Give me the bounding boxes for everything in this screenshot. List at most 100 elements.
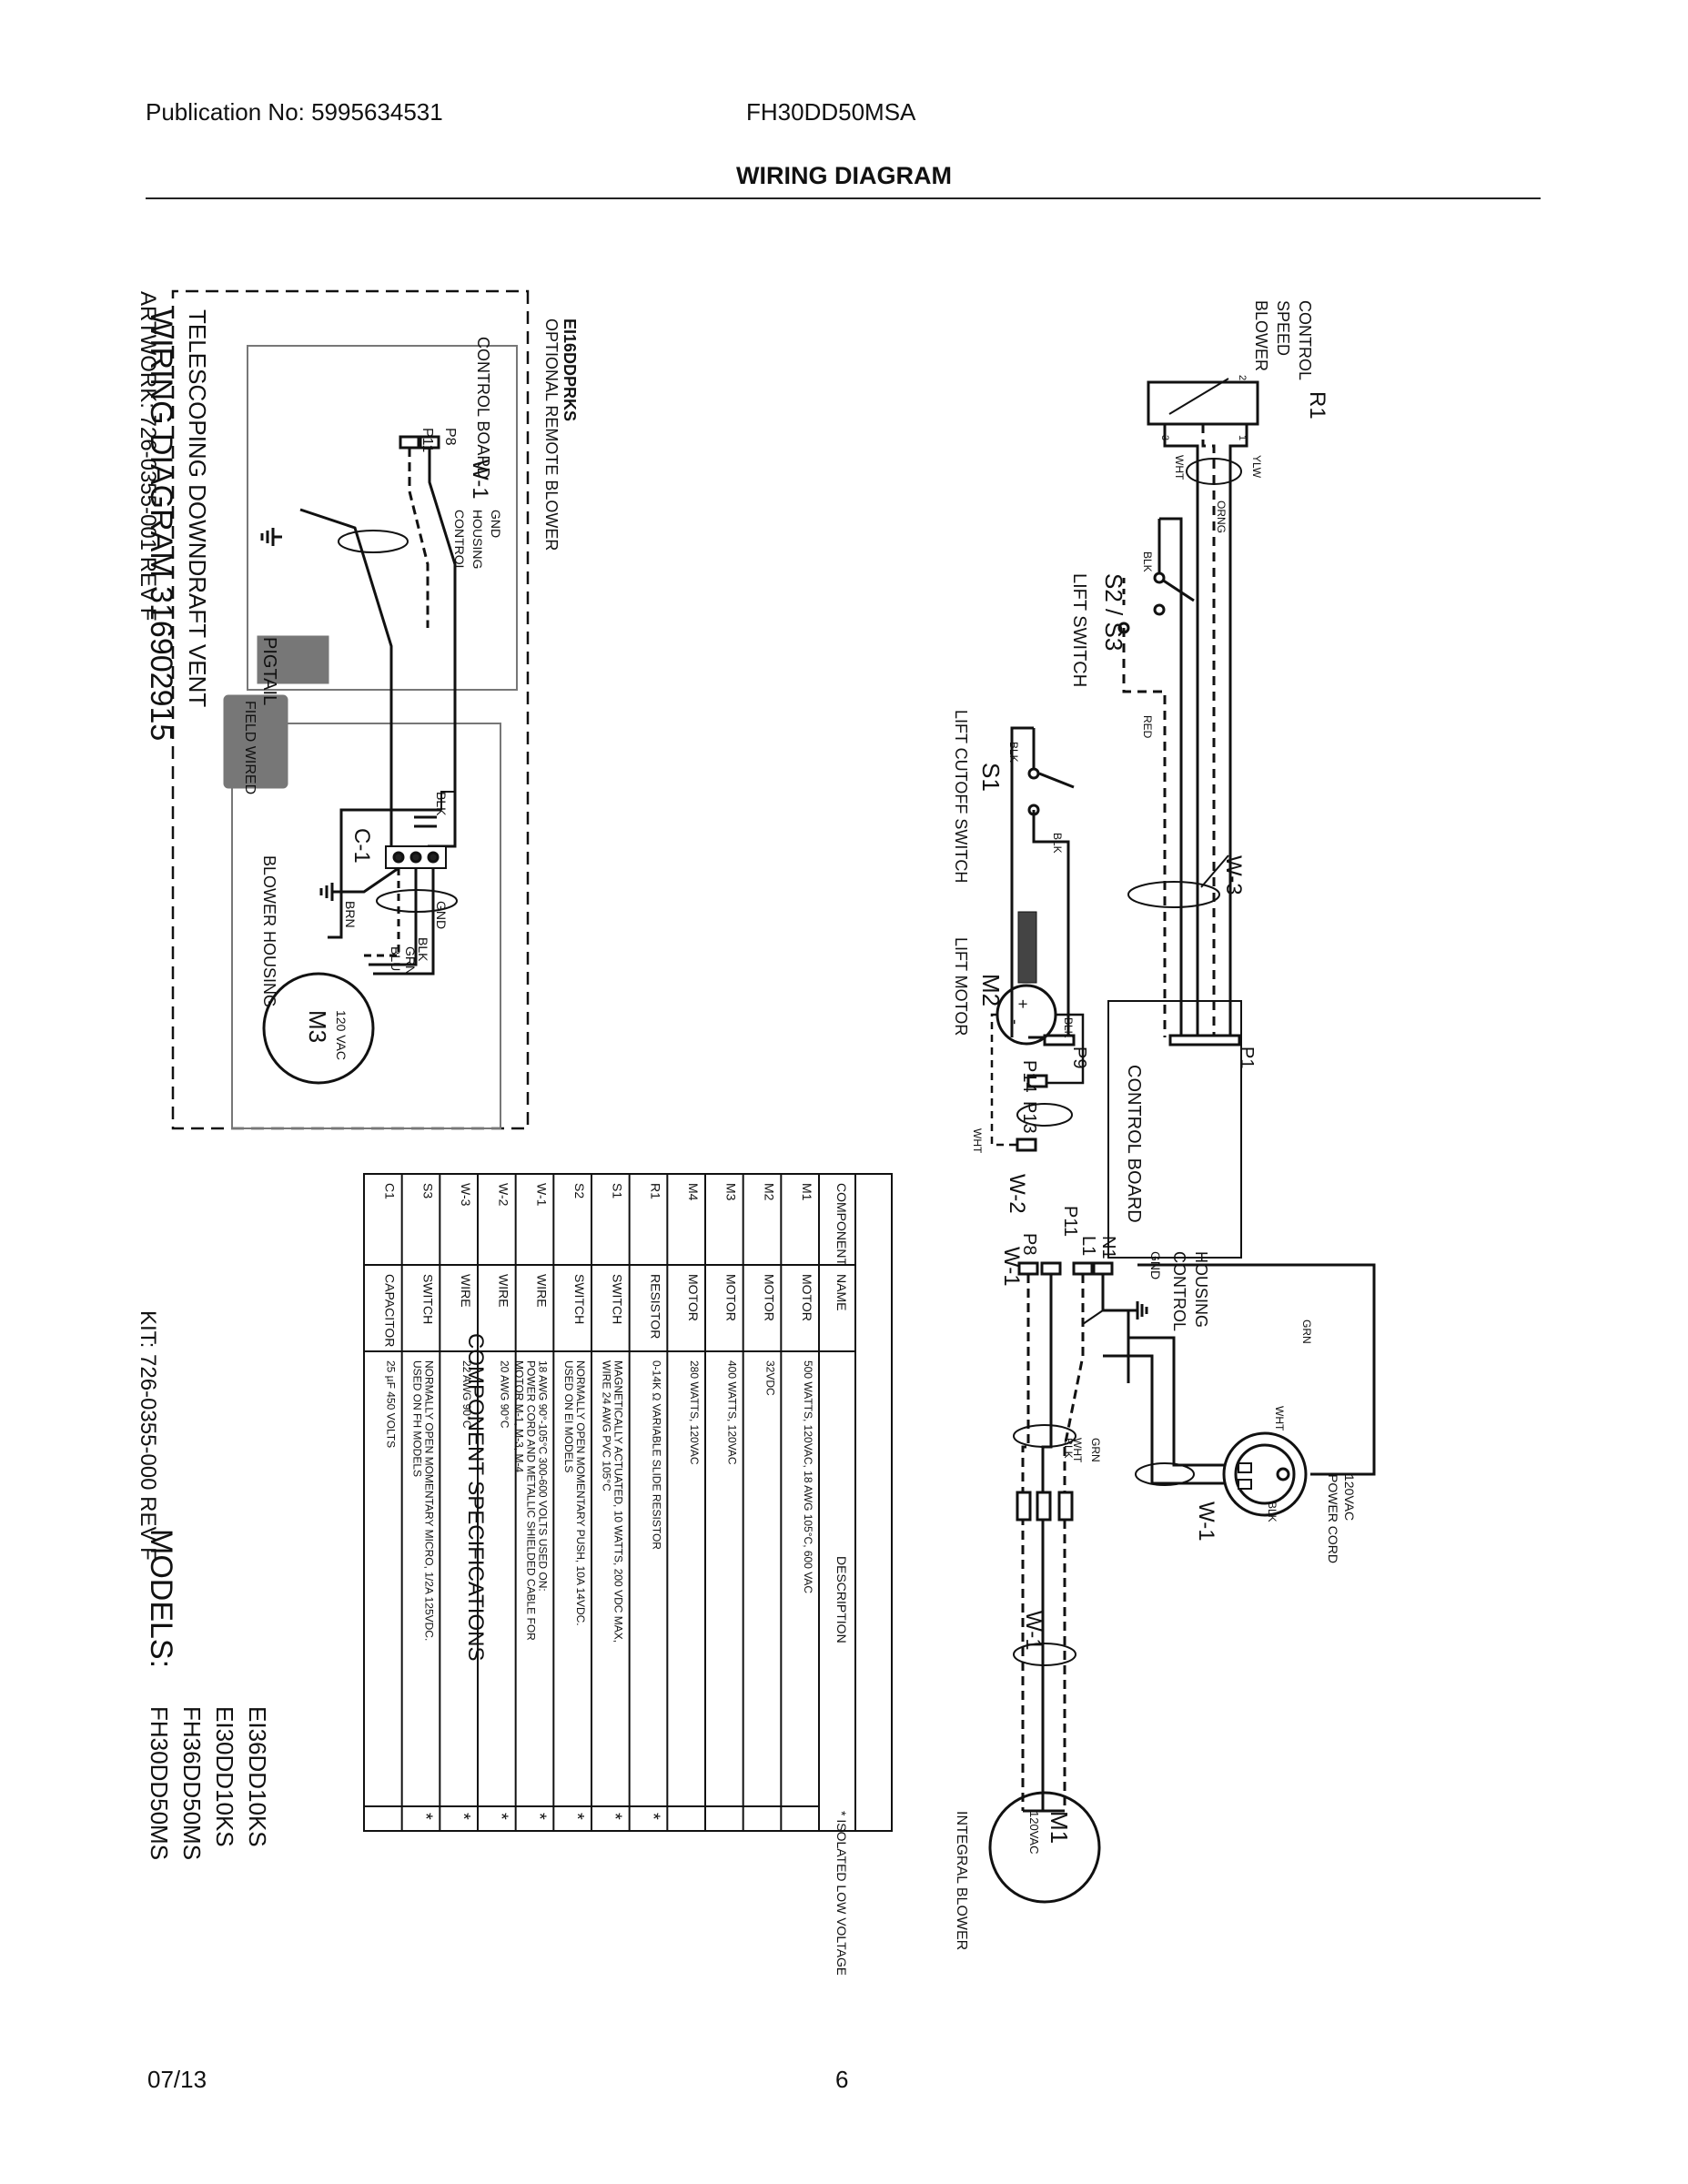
- diagram-title: WIRING DIAGRAM 316902915: [144, 309, 178, 741]
- lift-motor-label: LIFT MOTOR: [952, 937, 970, 1036]
- orng-label: ORNG: [1215, 500, 1228, 533]
- r1-wires: [1163, 424, 1248, 1037]
- l1-label: L1: [1078, 1236, 1098, 1256]
- header-divider: [146, 197, 1541, 199]
- spec-row-component: M1: [800, 1183, 814, 1201]
- spec-row-component: M4: [686, 1183, 701, 1201]
- blk-label-s1a: BLK: [1007, 742, 1020, 763]
- blk-label-m2: BLK: [1062, 1017, 1075, 1038]
- spec-row-description: 0-14K Ω VARIABLE SLIDE RESISTOR: [650, 1360, 662, 1550]
- ylw-label: YLW: [1250, 455, 1263, 479]
- spec-row-component: S2: [572, 1183, 587, 1198]
- spec-row-description: MAGNETICALLY ACTUATED, 10 WATTS, 200 VDC…: [612, 1360, 625, 1643]
- grn-label-cord: GRN: [1300, 1320, 1313, 1344]
- spec-row-description: USED ON EI MODELS: [562, 1360, 575, 1472]
- wht-label-m2: WHT: [971, 1128, 984, 1154]
- model-item-2: FH36DD50MS: [178, 1706, 206, 1860]
- wht-label-cord: WHT: [1273, 1406, 1286, 1431]
- model-item-3: EI30DD10KS: [211, 1706, 238, 1847]
- spec-row-component: R1: [648, 1183, 662, 1199]
- diagram-labels: WIRING DIAGRAM 316902915 WIRING DIAGRAM …: [136, 291, 1357, 1976]
- optional-remote-blower-box: [171, 289, 530, 1130]
- inline-connectors: [1016, 1491, 1074, 1522]
- spec-row-name: CAPACITOR: [383, 1274, 398, 1347]
- w3-wire-bundle: [1127, 881, 1220, 908]
- control-board-box: [1107, 1000, 1242, 1259]
- spec-row-description: 22 AWG 90°C: [460, 1360, 473, 1429]
- blk-label-cord: BLK: [1266, 1502, 1279, 1522]
- m3-label: M3: [304, 1010, 331, 1043]
- spec-row-component: W-3: [459, 1183, 473, 1207]
- power-cord-label-1: POWER CORD: [1326, 1474, 1340, 1563]
- remote-control-housing-2: HOUSING: [470, 510, 485, 569]
- remote-blower-motor-m3: [262, 972, 375, 1085]
- spec-row-name: MOTOR: [762, 1274, 776, 1321]
- control-housing-label-1: CONTROL: [1170, 1251, 1188, 1331]
- spec-row-description: USED ON FH MODELS: [410, 1360, 423, 1477]
- spec-row-description: 20 AWG 90°C: [499, 1360, 511, 1429]
- spec-row-low-voltage-star: *: [605, 1813, 625, 1820]
- optional-remote-title-1: OPTIONAL REMOTE BLOWER: [542, 318, 561, 551]
- c1-label: C-1: [349, 828, 374, 864]
- m2-label: M2: [977, 974, 1005, 1006]
- remote-blower-housing-box: [231, 723, 501, 1129]
- spec-row-name: WIRE: [459, 1274, 473, 1308]
- spec-row-low-voltage-star: *: [529, 1813, 549, 1820]
- power-cord-120vac: [1103, 1263, 1376, 1517]
- r1-pin3-label: 3: [1159, 435, 1170, 440]
- blower-housing-label: BLOWER HOUSING: [260, 855, 278, 1007]
- w3-label: W-3: [1221, 855, 1246, 895]
- spec-row-name: WIRE: [534, 1274, 549, 1308]
- spec-row-description: NORMALLY OPEN MOMENTARY MICRO, 1/2A 125V…: [422, 1360, 435, 1641]
- p11-label: P11: [1060, 1206, 1080, 1237]
- spec-row-component: C1: [383, 1183, 398, 1199]
- blower-speed-label-2: SPEED: [1274, 300, 1292, 356]
- m1-volt-label: 120VAC: [1027, 1811, 1041, 1854]
- m1-label: M1: [1046, 1811, 1073, 1844]
- s1-label: S1: [977, 763, 1005, 792]
- control-housing-label-2: HOUSING: [1192, 1251, 1210, 1328]
- spec-header-name: NAME: [834, 1274, 849, 1310]
- remote-w1-label: W-1: [468, 460, 492, 500]
- spec-row-name: RESISTOR: [648, 1274, 662, 1339]
- p9-connector: [1043, 1034, 1076, 1046]
- spec-row-component: S3: [420, 1183, 435, 1198]
- wiring-diagram-canvas: WIRING DIAGRAM 316902915 WIRING DIAGRAM …: [136, 289, 1376, 1976]
- spec-row-description: POWER CORD AND METALLIC SHIELDED CABLE F…: [524, 1360, 537, 1641]
- r1-pin1-label: 1: [1237, 435, 1248, 440]
- blk-label-m3: BLK: [416, 937, 430, 962]
- field-wired-label: FIELD WIRED: [242, 701, 258, 794]
- lift-motor-m2: [990, 911, 1085, 1152]
- diagram-subtitle: TELESCOPING DOWNDRAFT VENT: [184, 309, 211, 707]
- gnd-label-control: GND: [1148, 1251, 1163, 1279]
- remote-control-board-label: CONTROL BOARD: [474, 337, 492, 479]
- wiring-diagram: WIRING DIAGRAM 316902915 WIRING DIAGRAM …: [136, 264, 1556, 1976]
- r1-pin2-label: 2: [1237, 375, 1248, 380]
- spec-row-description: 25 µF 450 VOLTS: [385, 1360, 398, 1448]
- p1-label: P1: [1237, 1046, 1257, 1068]
- n1-label: N1: [1098, 1236, 1118, 1259]
- blu-label: BLU: [389, 946, 403, 971]
- spec-row-low-voltage-star: *: [453, 1813, 473, 1820]
- spec-row-name: MOTOR: [686, 1274, 701, 1321]
- spec-row-low-voltage-star: *: [415, 1813, 435, 1820]
- red-label: RED: [1141, 715, 1154, 739]
- spec-row-description: 32VDC: [763, 1360, 776, 1396]
- w2-label: W-2: [1005, 1174, 1029, 1214]
- blk-label-remote: BLK: [434, 792, 449, 816]
- m2-minus-label: -: [1006, 1019, 1025, 1025]
- spec-row-low-voltage-star: *: [491, 1813, 511, 1820]
- w1-label-cord: W-1: [1194, 1502, 1218, 1542]
- spec-row-component: W-1: [534, 1183, 549, 1207]
- model-item-4: EI36DD10KS: [244, 1706, 271, 1847]
- wht-label-r1: WHT: [1173, 455, 1186, 480]
- p13-label: P13: [1019, 1101, 1039, 1134]
- integral-blower-label: INTEGRAL BLOWER: [954, 1811, 969, 1950]
- lift-switch-s2-s3: [1117, 517, 1195, 1037]
- w1-label-m1: W-1: [1021, 1611, 1046, 1651]
- pigtail-label: PIGTAIL: [259, 637, 279, 705]
- remote-control-housing-box: [247, 345, 518, 691]
- spec-row-component: M3: [724, 1183, 739, 1201]
- spec-row-name: WIRE: [497, 1274, 511, 1308]
